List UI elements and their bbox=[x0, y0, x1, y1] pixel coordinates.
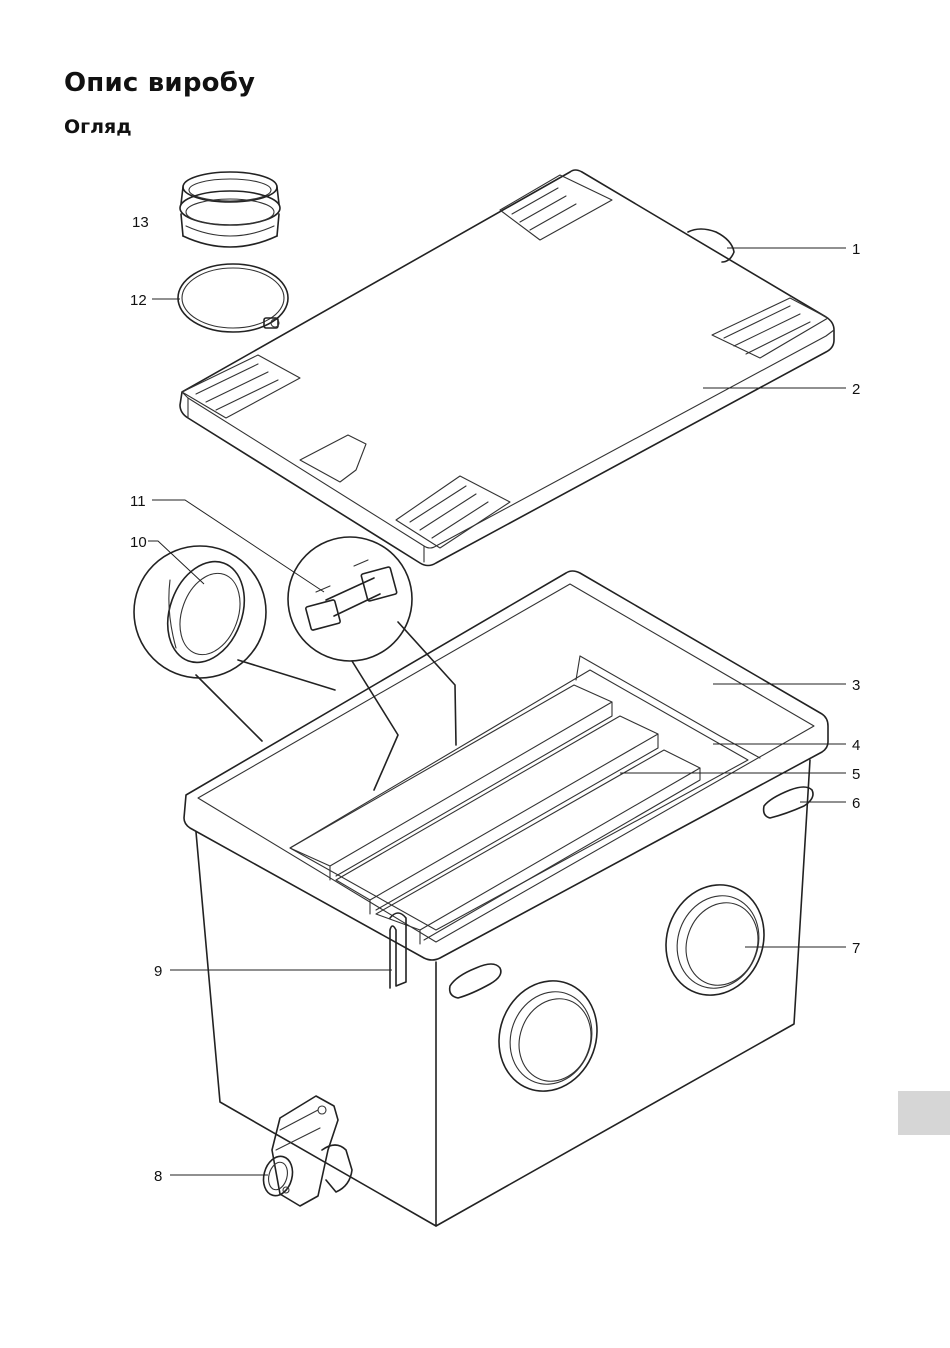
callout-1: 1 bbox=[852, 241, 860, 258]
filter-housing bbox=[184, 571, 828, 1226]
callout-4: 4 bbox=[852, 737, 860, 754]
callout-9: 9 bbox=[154, 963, 162, 980]
connection-sleeve bbox=[180, 172, 280, 247]
callout-11: 11 bbox=[130, 493, 146, 510]
callout-leaders bbox=[148, 248, 846, 1175]
callout-10: 10 bbox=[130, 534, 147, 551]
detail-inlet-seal bbox=[134, 546, 335, 741]
callout-8: 8 bbox=[154, 1168, 162, 1185]
callout-7: 7 bbox=[852, 940, 860, 957]
language-tab-marker bbox=[898, 1091, 950, 1135]
callout-2: 2 bbox=[852, 381, 860, 398]
callout-5: 5 bbox=[852, 766, 860, 783]
callout-6: 6 bbox=[852, 795, 860, 812]
callout-3: 3 bbox=[852, 677, 860, 694]
callout-13: 13 bbox=[132, 214, 149, 231]
hose-clamp bbox=[178, 264, 288, 332]
callout-12: 12 bbox=[130, 292, 147, 309]
